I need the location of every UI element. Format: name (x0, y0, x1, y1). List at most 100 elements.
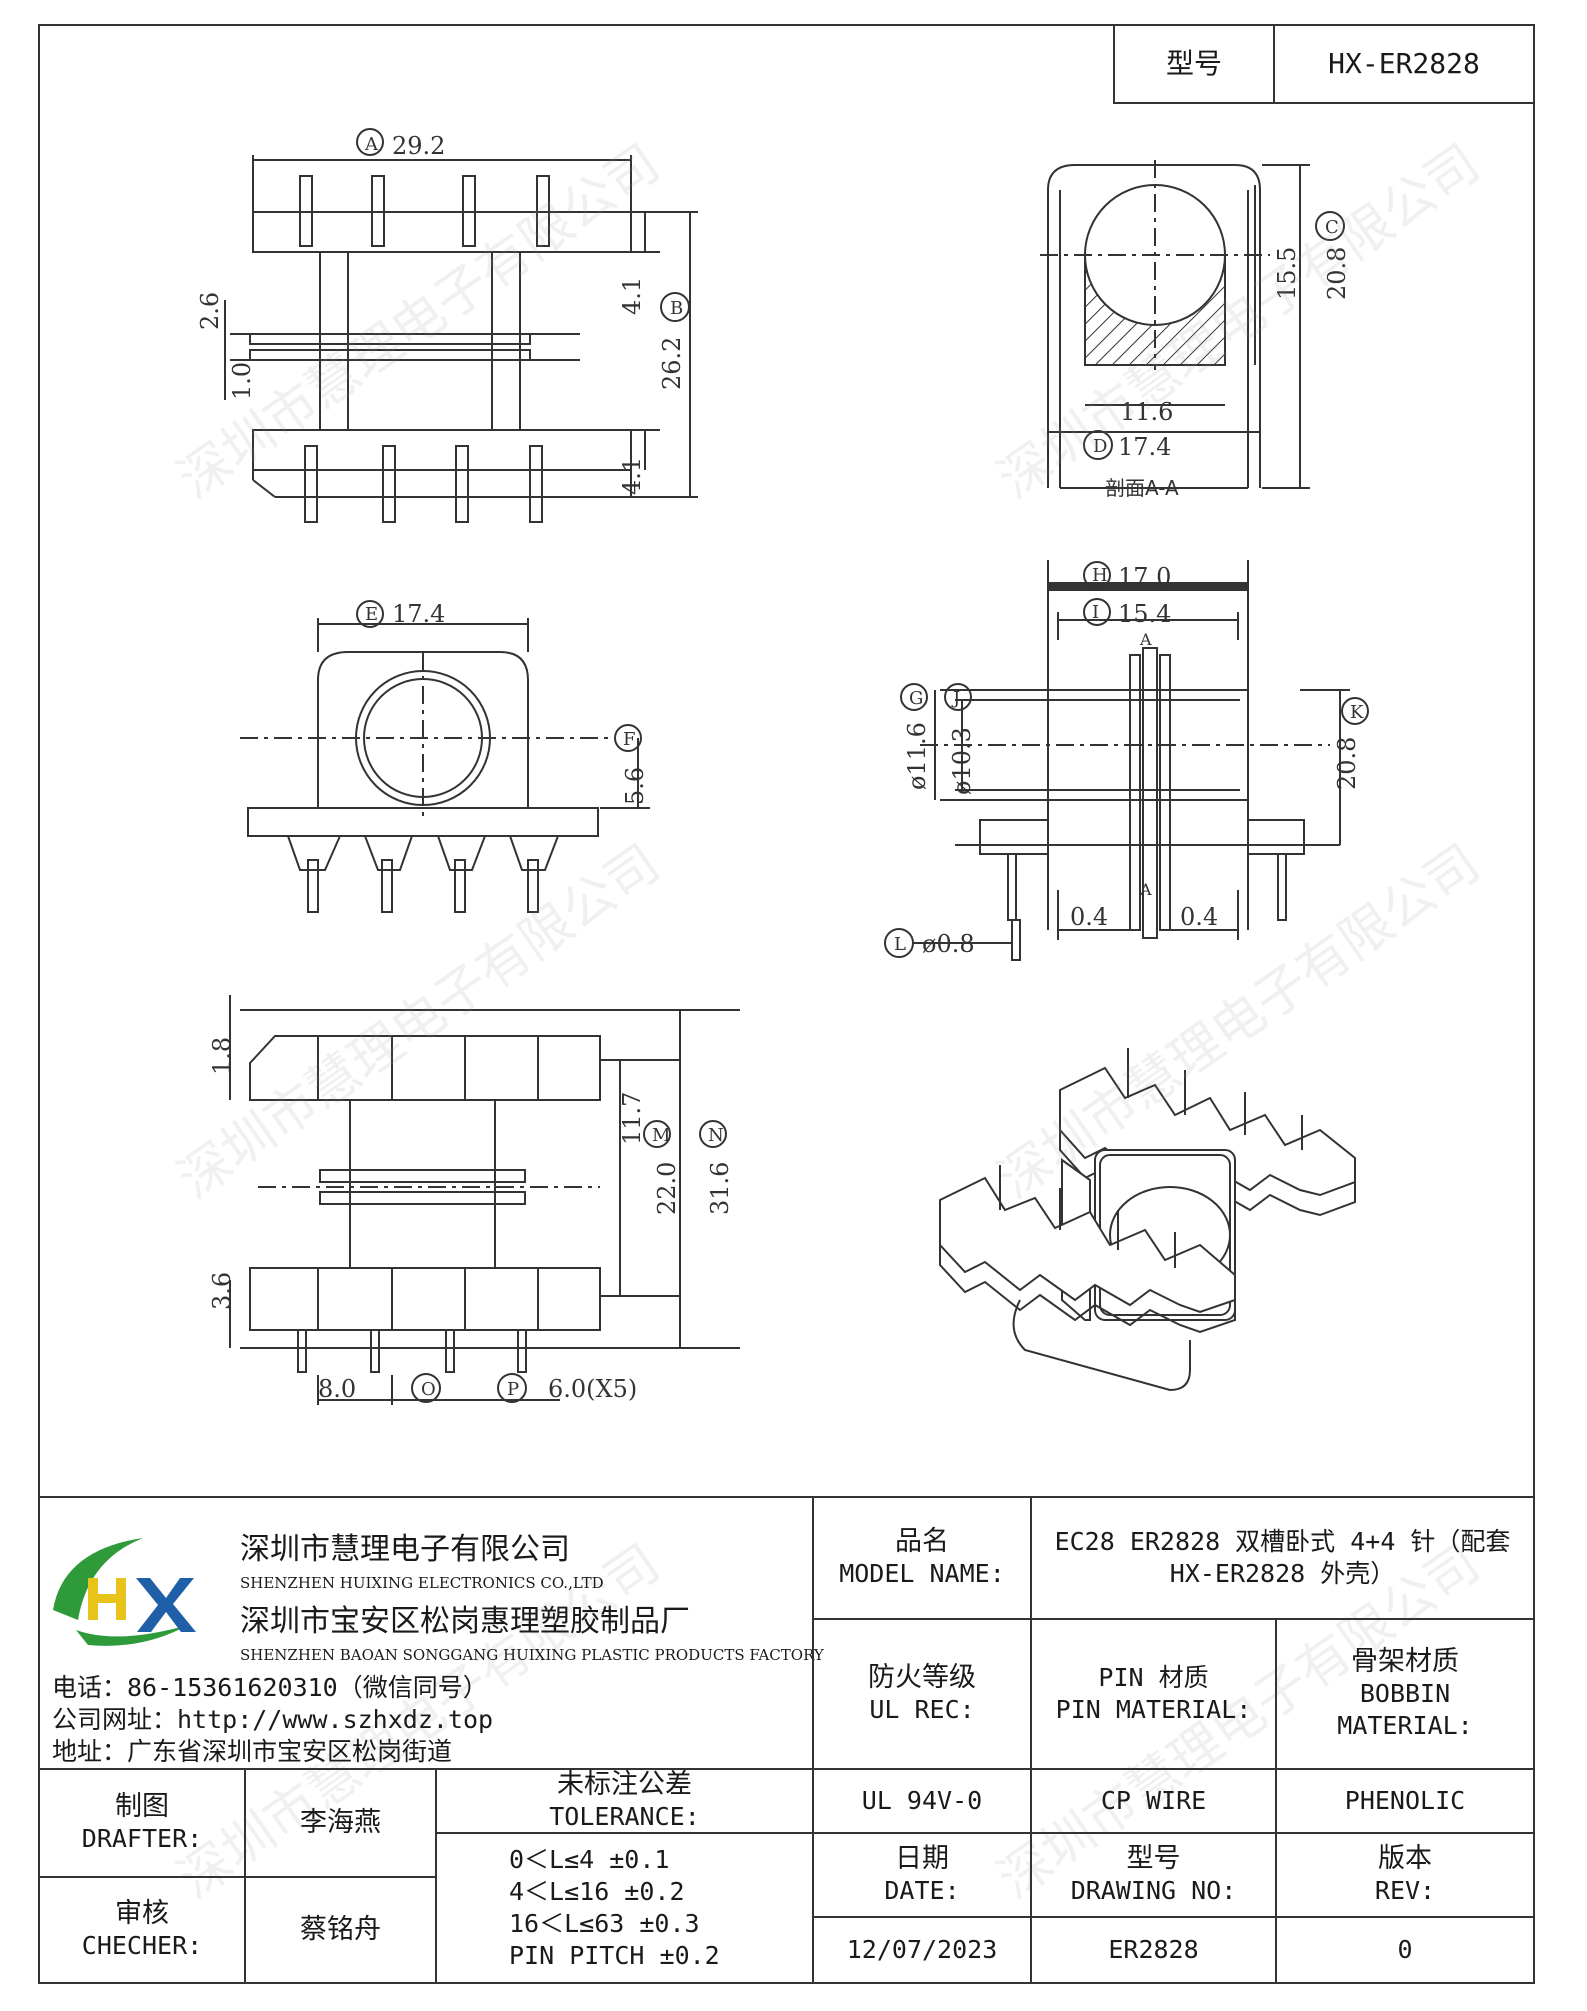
drafter-en: DRAFTER: (81, 1824, 203, 1853)
bottom-view (229, 995, 740, 1405)
pin-cn: PIN 材质 (1098, 1663, 1209, 1692)
front-view (240, 600, 650, 913)
bobbin-en-1: BOBBIN (1359, 1679, 1451, 1708)
bobbin-en-2: MATERIAL: (1337, 1711, 1473, 1740)
top-upper-dim: 4.1 (618, 277, 646, 315)
side-dim-l: 0.4 (1070, 903, 1108, 931)
section-height-c: 20.8 (1323, 247, 1351, 300)
front-tag-e: E (365, 604, 378, 625)
front-dim-f: 5.6 (621, 767, 649, 805)
model-name-en: MODEL NAME: (839, 1559, 1005, 1588)
front-width-dim: 17.4 (392, 600, 445, 628)
top-dim-b: 1.0 (228, 362, 256, 400)
bottom-dim-p: 6.0(X5) (548, 1375, 637, 1403)
bobbin-cn: 骨架材质 (1351, 1646, 1459, 1677)
ul-cn: 防火等级 (868, 1662, 976, 1693)
side-tag-i: I (1092, 602, 1099, 623)
bottom-tag-o: O (421, 1379, 436, 1400)
side-section-mark-top: A (1139, 630, 1152, 649)
model-name-cn: 品名 (895, 1526, 949, 1557)
rev-label: 版本 REV: (1275, 1832, 1535, 1918)
side-tag-g: G (909, 688, 923, 709)
checker-label: 审核 CHECHER: (38, 1876, 246, 1984)
front-tag-f: F (623, 729, 636, 750)
technical-drawings: A 29.2 B 26.2 4.1 4.1 2.6 1.0 C 20.8 15.… (196, 128, 1369, 1405)
rev-value: 0 (1275, 1916, 1535, 1984)
top-width-tag: A (364, 134, 379, 155)
drawing-no-label: 型号 DRAWING NO: (1030, 1832, 1277, 1918)
tolerance-en: TOLERANCE: (549, 1802, 700, 1831)
side-dim-i: 15.4 (1118, 600, 1171, 628)
rev-en: REV: (1374, 1876, 1436, 1905)
tolerance-cn: 未标注公差 (557, 1769, 692, 1800)
top-height-dim: 26.2 (658, 337, 686, 390)
section-inner-w: 11.6 (1120, 398, 1173, 426)
side-tag-h: H (1092, 565, 1108, 586)
tolerance-header: 未标注公差 TOLERANCE: (435, 1768, 814, 1834)
side-dim-g: ø11.6 (903, 722, 931, 790)
drawing-no-value: ER2828 (1030, 1916, 1277, 1984)
drafter-name: 李海燕 (244, 1768, 437, 1878)
bobbin-label: 骨架材质 BOBBIN MATERIAL: (1275, 1618, 1535, 1770)
company-name-en: SHENZHEN HUIXING ELECTRONICS CO.,LTD (240, 1574, 604, 1592)
side-view (884, 560, 1369, 961)
header-model-value: HX-ER2828 (1273, 24, 1535, 104)
bottom-dim-mid: 11.7 (618, 1092, 646, 1145)
bottom-tag-p: P (507, 1379, 519, 1400)
bottom-tag-m: M (652, 1125, 670, 1146)
tolerance-line: 0＜L≤4 ±0.1 (509, 1845, 670, 1874)
side-pin-dia: ø0.8 (922, 930, 975, 958)
pin-en: PIN MATERIAL: (1055, 1695, 1252, 1724)
company-website: 公司网址：http://www.szhxdz.top (52, 1705, 494, 1734)
side-tag-j: J (951, 688, 960, 709)
side-dim-r: 0.4 (1180, 903, 1218, 931)
isometric-view (939, 1048, 1356, 1392)
company-address: 地址：广东省深圳市宝安区松岗街道 (52, 1737, 453, 1766)
model-name-line-2: HX-ER2828 外壳） (1169, 1559, 1396, 1588)
pin-value: CP WIRE (1030, 1768, 1277, 1834)
checker-name: 蔡铭舟 (244, 1876, 437, 1984)
ul-en: UL REC: (869, 1695, 975, 1724)
side-dim-k: 20.8 (1333, 737, 1361, 790)
section-tag-d: D (1093, 436, 1107, 457)
factory-name-cn: 深圳市宝安区松岗惠理塑胶制品厂 (240, 1604, 690, 1639)
company-name-cn: 深圳市慧理电子有限公司 (240, 1532, 570, 1567)
bottom-dim-bot: 3.6 (208, 1272, 236, 1310)
section-tag-c: C (1325, 217, 1339, 238)
tolerance-line: 16＜L≤63 ±0.3 (509, 1909, 700, 1938)
company-phone: 电话：86-15361620310（微信同号） (52, 1673, 488, 1702)
side-tag-k: K (1350, 702, 1364, 723)
bottom-tag-n: N (708, 1125, 724, 1146)
bobbin-value: PHENOLIC (1275, 1768, 1535, 1834)
ul-label: 防火等级 UL REC: (812, 1618, 1032, 1770)
tolerance-line: PIN PITCH ±0.2 (509, 1941, 720, 1970)
company-logo: HX (53, 1538, 196, 1646)
top-height-tag: B (670, 298, 683, 319)
section-caption: 剖面A-A (1105, 476, 1179, 500)
top-width-dim: 29.2 (392, 132, 445, 160)
pin-label: PIN 材质 PIN MATERIAL: (1030, 1618, 1277, 1770)
top-lower-dim: 4.1 (618, 457, 646, 495)
drawing-cn: 型号 (1126, 1843, 1181, 1874)
side-dim-j: ø10.3 (948, 727, 976, 795)
section-inner-h: 15.5 (1273, 247, 1301, 300)
bottom-dim-n: 31.6 (706, 1162, 734, 1215)
bottom-dim-top: 1.8 (208, 1037, 236, 1075)
top-view (224, 128, 698, 523)
model-name-label: 品名 MODEL NAME: (812, 1496, 1032, 1620)
top-dim-a: 2.6 (196, 292, 224, 330)
section-width-d: 17.4 (1118, 433, 1171, 461)
rev-cn: 版本 (1378, 1843, 1432, 1874)
side-tag-l: L (894, 934, 906, 955)
model-name-value: EC28 ER2828 双槽卧式 4+4 针（配套 HX-ER2828 外壳） (1030, 1496, 1535, 1620)
bottom-dim-m: 22.0 (653, 1162, 681, 1215)
date-label: 日期 DATE: (812, 1832, 1032, 1918)
date-en: DATE: (884, 1876, 960, 1905)
drafter-label: 制图 DRAFTER: (38, 1768, 246, 1878)
model-name-line-1: EC28 ER2828 双槽卧式 4+4 针（配套 (1054, 1527, 1511, 1556)
side-section-mark-bottom: A (1139, 880, 1152, 899)
checker-cn: 审核 (115, 1898, 169, 1929)
tolerance-values: 0＜L≤4 ±0.1 4＜L≤16 ±0.2 16＜L≤63 ±0.3 PIN … (435, 1832, 814, 1984)
checker-en: CHECHER: (81, 1931, 203, 1960)
bottom-dim-o: 8.0 (318, 1375, 356, 1403)
